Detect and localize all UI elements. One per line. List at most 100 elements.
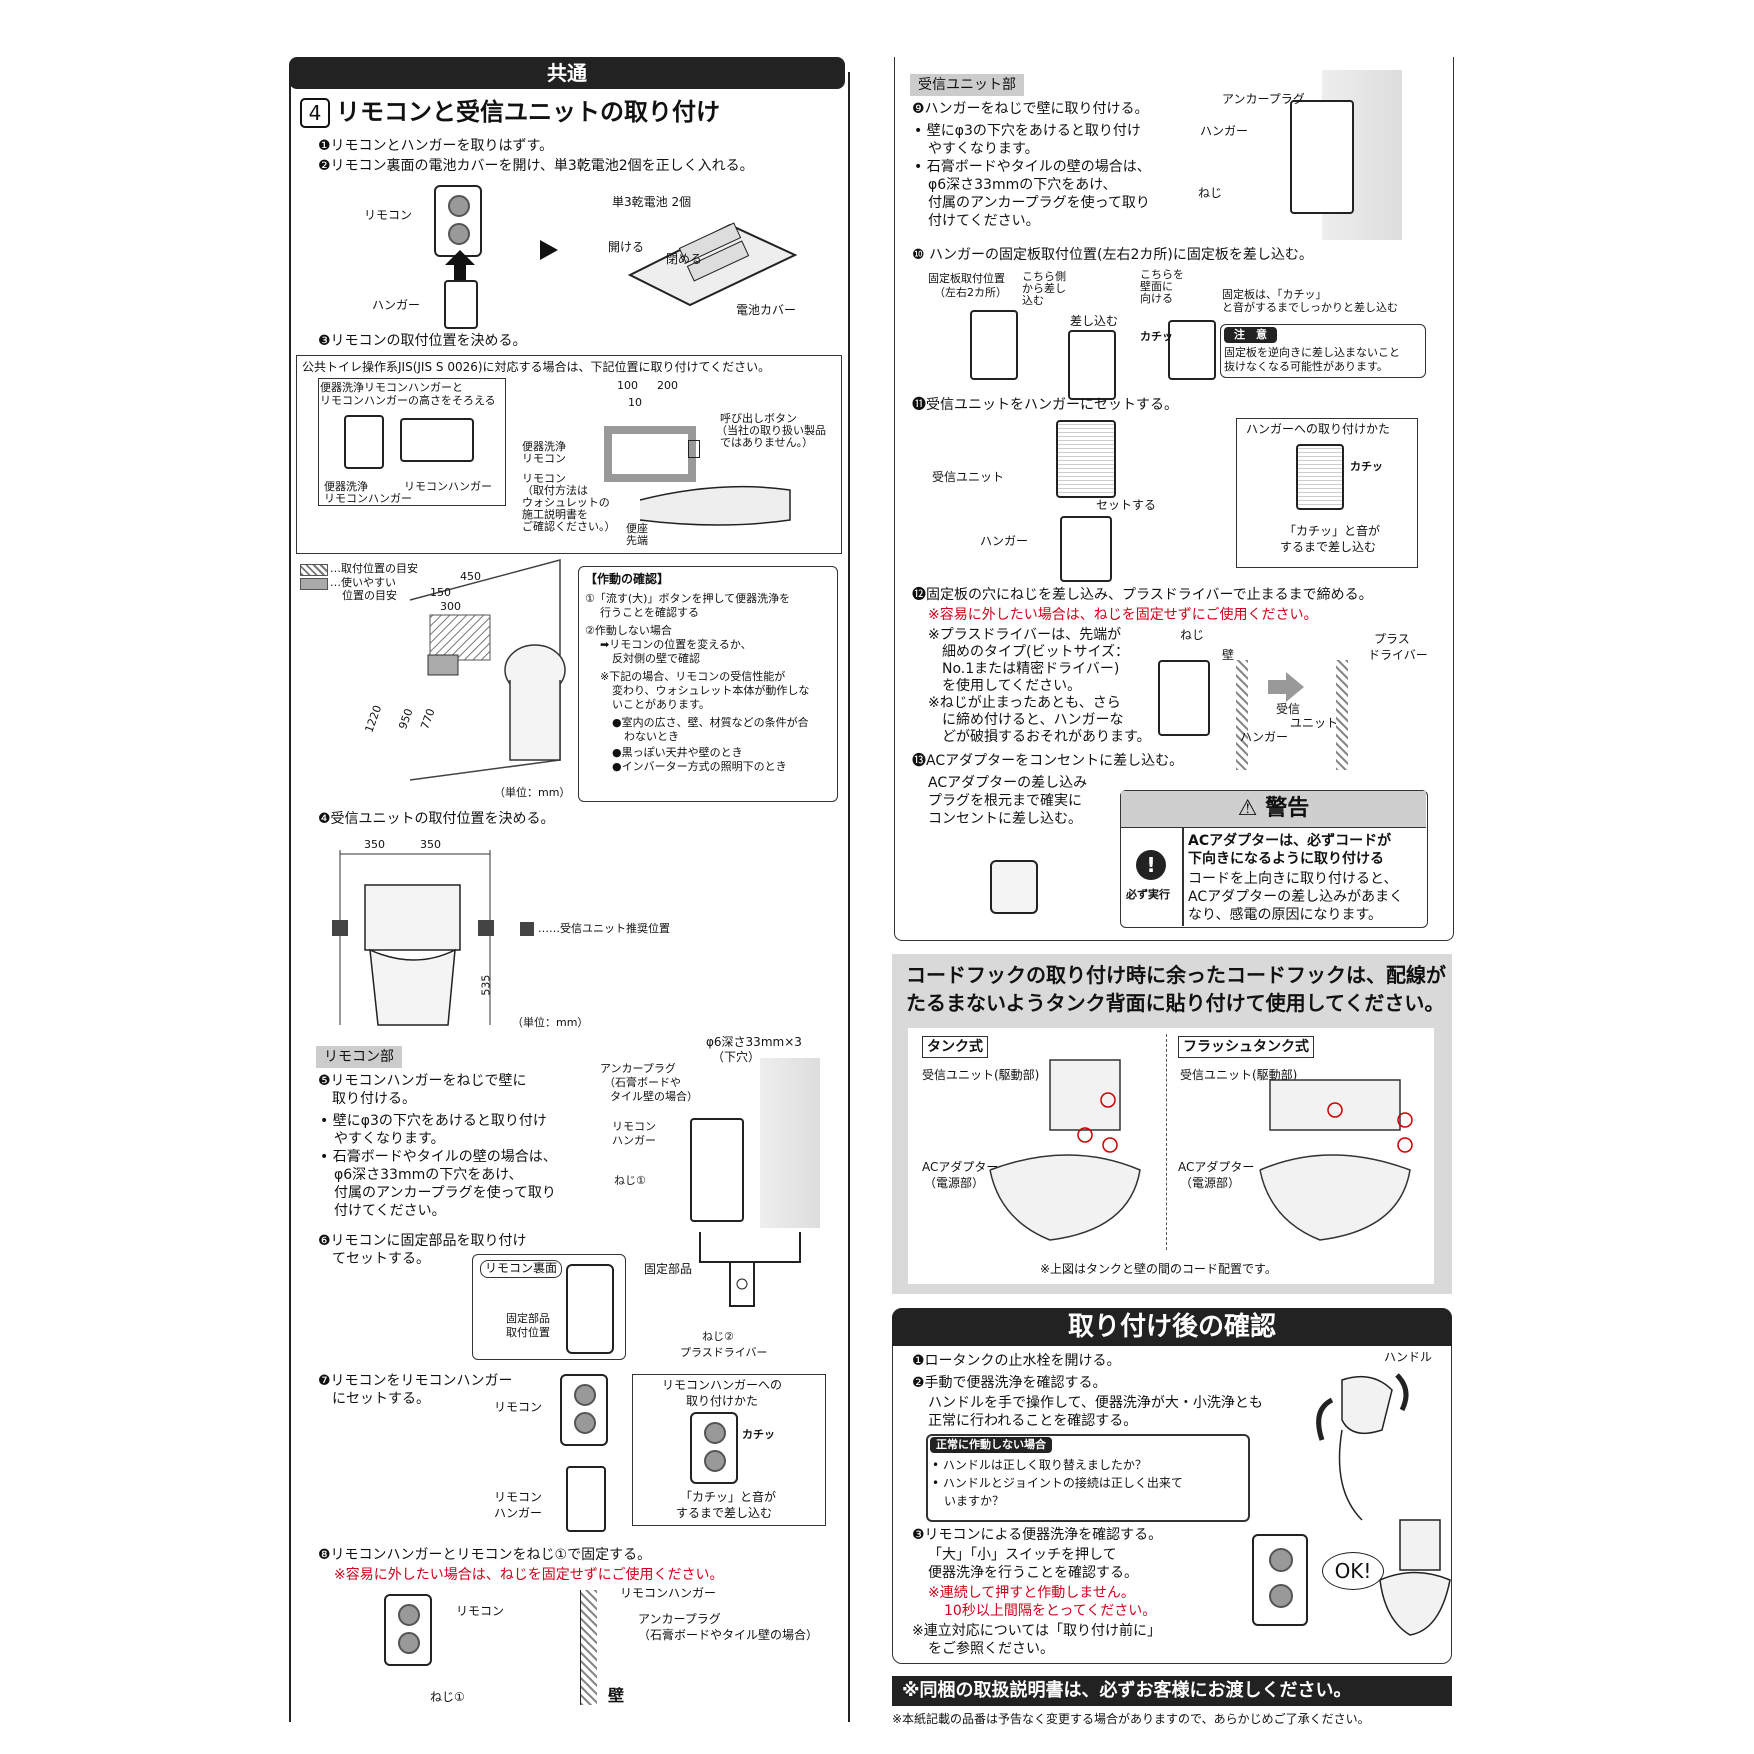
ng-title: 正常に作動しない場合 [930, 1437, 1052, 1454]
remote-hanger-label: リモコンハンガー [404, 480, 492, 493]
after-s2: ❷手動で便器洗浄を確認する。 [912, 1375, 1107, 1391]
step-5-bullet5: 付けてください。 [334, 1203, 446, 1219]
dim-100: 100 [617, 379, 638, 392]
tank-ac1: ACアダプター [922, 1160, 999, 1174]
step-10: ❿ ハンガーの固定板取付位置(左右2カ所)に固定板を差し込む。 [912, 247, 1313, 263]
step-6-line1: てセットする。 [332, 1251, 430, 1267]
cordhook-line1: コードフックの取り付け時に余ったコードフックは、配線が [906, 963, 1446, 987]
step-9: ❾ハンガーをねじで壁に取り付ける。 [912, 101, 1149, 117]
step-9-bullet4: 付属のアンカープラグを使って取り [928, 195, 1150, 211]
close-label: 閉める [666, 252, 703, 266]
fig7-click: カチッ [742, 1428, 775, 1441]
left-column-frame [289, 72, 850, 1722]
dim-450: 450 [460, 570, 481, 583]
fig5-screw-label: ねじ① [614, 1174, 646, 1187]
dim-350a: 350 [364, 838, 385, 851]
fig10-click: カチッ [1140, 330, 1173, 343]
fig11-how-unit [1296, 444, 1344, 510]
check-line-4: 反対側の壁で確認 [612, 652, 700, 665]
jis-remote-frame [604, 426, 696, 482]
after-toilet-sketch [1379, 1519, 1451, 1636]
operation-check-box [578, 566, 838, 802]
check-line-6: 変わり、ウォシュレット本体が動作しな [612, 684, 810, 697]
fig4-unit: （単位：mm） [512, 1016, 589, 1029]
ok-bubble: OK! [1322, 1552, 1384, 1590]
fig12-driver2: ドライバー [1368, 648, 1428, 662]
flush-remote-label2: リモコン [522, 452, 566, 465]
step-11: ⓫受信ユニットをハンガーにセットする。 [912, 397, 1178, 413]
fig8-anchor-label: アンカープラグ [638, 1612, 721, 1626]
step-7-line1: にセットする。 [332, 1391, 430, 1407]
installation-drawing [409, 559, 566, 781]
fig10-hanger1 [970, 310, 1018, 380]
flush-type-tag: フラッシュタンク式 [1178, 1036, 1314, 1059]
caution-title: 注 意 [1224, 327, 1277, 344]
fig10-insert: 差し込む [1070, 314, 1119, 328]
fig9-hanger-label: ハンガー [1200, 124, 1249, 138]
fig10-hanger3 [1168, 320, 1216, 380]
flush-ac1: ACアダプター [1178, 1160, 1255, 1174]
step-12-b1: 細めのタイプ(ビットサイズ： [942, 644, 1130, 660]
ng1: • ハンドルは正しく取り替えましたか？ [932, 1458, 1147, 1472]
warning-head: ⚠ 警告 [1121, 791, 1426, 828]
fig9-hanger [1290, 100, 1354, 214]
remote-note-2: ウォシュレットの [522, 496, 610, 509]
footer-note: ※本紙記載の品番は予告なく変更する場合がありますので、あらかじめご了承ください。 [892, 1712, 1370, 1726]
step-8-note: ※容易に外したい場合は、ねじを固定せずにご使用ください。 [334, 1567, 724, 1583]
call-button-label0: 呼び出しボタン [720, 412, 797, 425]
cordhook-note: ※上図はタンクと壁の間のコード配置です。 [1040, 1262, 1277, 1276]
dims-unit: （単位：mm） [494, 786, 571, 799]
fig8-wall-label: 壁 [608, 1686, 625, 1705]
remote-illustration [434, 185, 482, 257]
flush-toilet-sketch [1259, 1079, 1413, 1241]
cordhook-divider [1166, 1034, 1167, 1250]
step-12-b5: に締め付けると、ハンガーな [942, 712, 1124, 728]
remote-hanger-wall-sketch [690, 1118, 744, 1222]
step-9-bullet0: • 壁にφ3の下穴をあけると取り付け [914, 123, 1141, 139]
fig10-wall2: 壁面に [1140, 280, 1173, 293]
screw2-label: ねじ② [702, 1330, 734, 1343]
hole-label2: （下穴） [712, 1050, 761, 1064]
check-line-3: ➡リモコンの位置を変えるか、 [600, 638, 752, 651]
step-5-bullet3: φ6深さ33mmの下穴をあけ、 [334, 1167, 523, 1183]
must-icon: ! [1136, 850, 1166, 880]
check-line-7: いことがあります。 [612, 698, 710, 711]
legend-hatched: …取付位置の目安 [330, 562, 418, 575]
fig11-set-label: セットする [1096, 498, 1157, 512]
must-label: 必ず実行 [1126, 888, 1170, 901]
fig10-wall3: 向ける [1140, 292, 1173, 305]
dim-200: 200 [657, 379, 678, 392]
after-s2a: ハンドルを手で操作して、便器洗浄が大・小洗浄とも [928, 1395, 1263, 1411]
fig7-how2: 取り付けかた [686, 1394, 759, 1408]
check-line-0: ①「流す(大)」ボタンを押して便器洗浄を [585, 592, 791, 605]
remote-note-1: （取付方法は [522, 484, 588, 497]
step-5-bullet4: 付属のアンカープラグを使って取り [334, 1185, 556, 1201]
after-head: 取り付け後の確認 [892, 1308, 1452, 1346]
step-12-b6: どが破損するおそれがあります。 [942, 729, 1151, 745]
caution-line1: 固定板を逆向きに差し込まないこと [1224, 346, 1400, 359]
warning-head-text: 警告 [1265, 796, 1310, 821]
fig8-remote-label: リモコン [456, 1604, 505, 1618]
caution-line2: 抜けなくなる可能性があります。 [1224, 360, 1388, 373]
fig10-fix1: 固定板は、「カチッ」 [1222, 288, 1327, 301]
step-12-b4: ※ねじが止まったあとも、さら [928, 695, 1121, 711]
flush-ac2: （電源部） [1180, 1176, 1241, 1190]
legend-gray2: 位置の目安 [342, 589, 397, 602]
step-13-d0: ACアダプターの差し込み [928, 775, 1088, 791]
remote-back-sketch [566, 1264, 614, 1354]
fixing-pos-label1: 固定部品 [506, 1312, 550, 1325]
fig12-driver1: プラス [1374, 632, 1410, 646]
after-s3-ref1: ※連立対応については「取り付け前に」 [912, 1623, 1162, 1639]
fig7-hanger-label1: リモコン [494, 1490, 543, 1504]
step-9-bullet5: 付けてください。 [928, 213, 1040, 229]
fig12-arrow-icon [1268, 672, 1304, 702]
toilet-edge-sketch [639, 485, 791, 526]
fig11-hanger [1060, 516, 1112, 582]
fig12-hanger-label: ハンガー [1240, 730, 1289, 744]
step-13: ⓭ACアダプターをコンセントに差し込む。 [912, 753, 1184, 769]
fig9-anchor-label: アンカープラグ [1222, 92, 1305, 106]
remote-note-3: 施工説明書を [522, 508, 588, 521]
fig11-unit-label: 受信ユニット [932, 470, 1005, 484]
fig7-remote-label: リモコン [494, 1400, 543, 1414]
